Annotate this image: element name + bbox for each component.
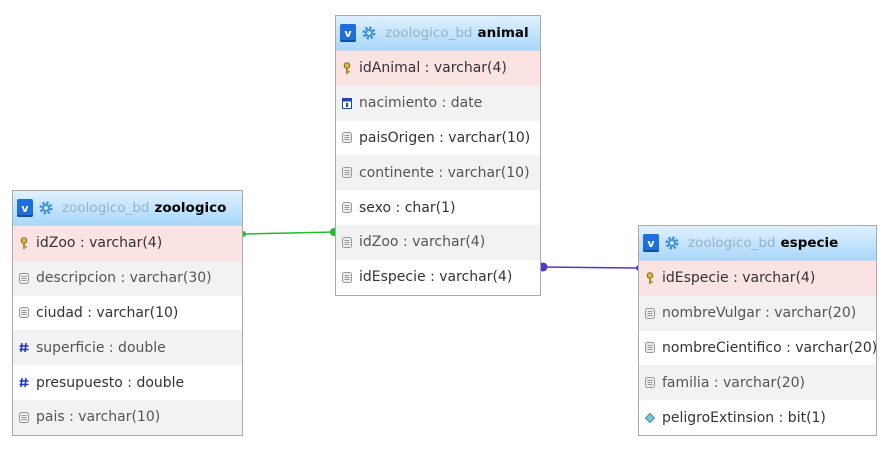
- column-label: continente : varchar(10): [359, 164, 530, 181]
- table-zoologico[interactable]: v zoologico_bd zoologico idZoo : varchar…: [12, 190, 243, 436]
- table-column-row[interactable]: idZoo : varchar(4): [13, 226, 242, 261]
- table-column-row[interactable]: idAnimal : varchar(4): [336, 51, 540, 86]
- gear-icon[interactable]: [38, 200, 54, 216]
- toggle-columns-button[interactable]: v: [17, 199, 33, 217]
- table-db-name: zoologico_bd: [385, 25, 473, 41]
- table-column-row[interactable]: pais : varchar(10): [13, 399, 242, 435]
- table-column-row[interactable]: paisOrigen : varchar(10): [336, 121, 540, 156]
- table-db-name: zoologico_bd: [62, 200, 150, 216]
- numeric-icon: [18, 341, 30, 355]
- column-label: ciudad : varchar(10): [36, 304, 179, 321]
- gear-icon[interactable]: [361, 25, 377, 41]
- gear-icon[interactable]: [664, 235, 680, 251]
- numeric-icon: [18, 376, 30, 390]
- bit-icon: [644, 411, 656, 425]
- column-label: idEspecie : varchar(4): [359, 269, 513, 286]
- table-name[interactable]: animal: [477, 25, 529, 41]
- table-column-row[interactable]: familia : varchar(20): [639, 365, 876, 401]
- table-column-row[interactable]: sexo : char(1): [336, 190, 540, 225]
- table-column-row[interactable]: superficie : double: [13, 330, 242, 366]
- table-column-row[interactable]: idEspecie : varchar(4): [336, 260, 540, 295]
- table-animal[interactable]: v zoologico_bd animal idAnimal : varchar…: [335, 15, 541, 296]
- column-label: pais : varchar(10): [36, 409, 161, 426]
- column-label: superficie : double: [36, 339, 166, 356]
- column-label: sexo : char(1): [359, 199, 456, 216]
- table-column-row[interactable]: idZoo : varchar(4): [336, 224, 540, 260]
- table-column-row[interactable]: descripcion : varchar(30): [13, 260, 242, 296]
- column-label: nombreCientifico : varchar(20): [662, 339, 876, 356]
- column-label: idZoo : varchar(4): [359, 234, 486, 251]
- column-label: descripcion : varchar(30): [36, 270, 212, 287]
- column-label: idAnimal : varchar(4): [359, 60, 507, 77]
- relation-especie-line[interactable]: [540, 266, 640, 269]
- column-label: idEspecie : varchar(4): [662, 270, 816, 287]
- table-header-especie[interactable]: v zoologico_bd especie: [639, 226, 876, 261]
- table-header-animal[interactable]: v zoologico_bd animal: [336, 16, 540, 51]
- column-label: familia : varchar(20): [662, 374, 805, 391]
- table-column-row[interactable]: presupuesto : double: [13, 365, 242, 400]
- table-column-row[interactable]: idEspecie : varchar(4): [639, 261, 876, 296]
- text-field-icon: [644, 341, 656, 355]
- key-icon: [644, 271, 656, 285]
- toggle-columns-button[interactable]: v: [643, 234, 659, 252]
- key-icon: [341, 61, 353, 75]
- table-column-row[interactable]: peligroExtinsion : bit(1): [639, 400, 876, 435]
- toggle-columns-button[interactable]: v: [340, 24, 356, 42]
- relation-zoo-line[interactable]: [242, 231, 336, 235]
- text-field-icon: [18, 410, 30, 424]
- table-column-row[interactable]: ciudad : varchar(10): [13, 296, 242, 331]
- table-name[interactable]: especie: [780, 235, 839, 251]
- table-name[interactable]: zoologico: [154, 200, 227, 216]
- table-column-row[interactable]: nacimiento : date: [336, 85, 540, 121]
- column-label: idZoo : varchar(4): [36, 235, 163, 252]
- text-field-icon: [341, 131, 353, 145]
- column-label: nombreVulgar : varchar(20): [662, 305, 857, 322]
- column-label: nacimiento : date: [359, 95, 483, 112]
- table-column-row[interactable]: nombreVulgar : varchar(20): [639, 295, 876, 331]
- column-label: peligroExtinsion : bit(1): [662, 409, 826, 426]
- table-column-row[interactable]: nombreCientifico : varchar(20): [639, 331, 876, 366]
- text-field-icon: [341, 166, 353, 180]
- text-field-icon: [644, 306, 656, 320]
- text-field-icon: [18, 271, 30, 285]
- text-field-icon: [18, 306, 30, 320]
- key-icon: [18, 236, 30, 250]
- table-db-name: zoologico_bd: [688, 235, 776, 251]
- column-label: presupuesto : double: [36, 374, 185, 391]
- text-field-icon: [644, 376, 656, 390]
- column-label: paisOrigen : varchar(10): [359, 129, 531, 146]
- text-field-icon: [341, 270, 353, 284]
- text-field-icon: [341, 201, 353, 215]
- date-icon: [341, 96, 353, 110]
- table-header-zoologico[interactable]: v zoologico_bd zoologico: [13, 191, 242, 226]
- text-field-icon: [341, 235, 353, 249]
- table-column-row[interactable]: continente : varchar(10): [336, 155, 540, 191]
- table-especie[interactable]: v zoologico_bd especie idEspecie : varch…: [638, 225, 877, 436]
